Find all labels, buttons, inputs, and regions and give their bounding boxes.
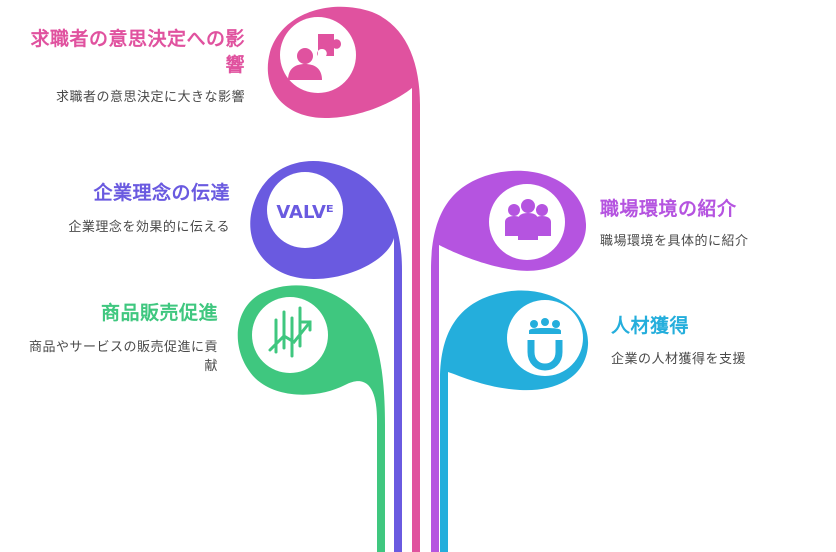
growth-chart-icon [268,306,312,358]
team-group-icon [505,199,551,240]
title-philosophy: 企業理念の伝達 [93,182,230,204]
description-workplace: 職場環境を具体的に紹介 [600,234,749,249]
person-puzzle-icon [288,34,341,80]
description-talent: 企業の人材獲得を支援 [611,352,747,367]
icon-circle-talent [507,300,583,376]
description-philosophy: 企業理念を効果的に伝える [68,220,230,235]
branch-philosophy [250,161,402,552]
icon-circle-philosophy [267,172,343,248]
title-influence: 求職者の意思決定への影響 [30,28,245,76]
values-text-icon: VALVᴱ [276,202,333,223]
title-talent: 人材獲得 [611,315,690,337]
title-sales: 商品販売促進 [100,302,218,324]
icon-circle-sales [252,297,328,373]
branch-workplace [431,170,587,552]
title-workplace: 職場環境の紹介 [600,198,737,220]
magnet-people-icon [527,318,563,371]
description-sales: 商品やサービスの販売促進に貢献 [28,340,218,374]
description-influence: 求職者の意思決定に大きな影響 [55,90,245,105]
